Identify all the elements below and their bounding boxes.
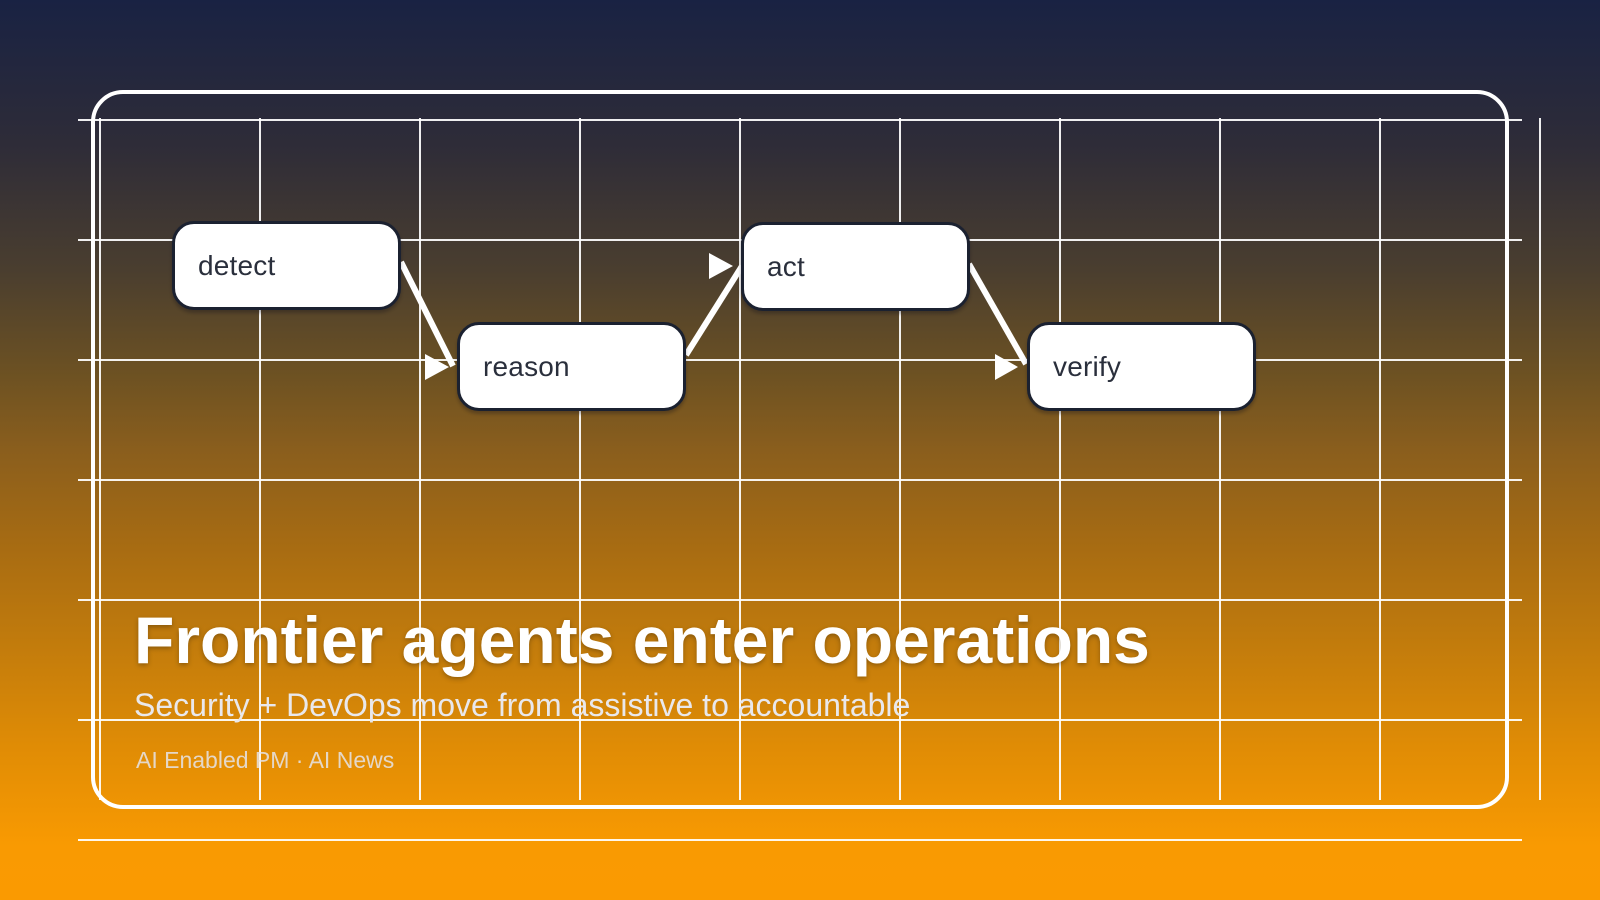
grid-line-horizontal xyxy=(78,719,1522,721)
flow-node-label: reason xyxy=(483,350,570,382)
flow-node-label: detect xyxy=(198,249,276,281)
flow-node-verify: verify xyxy=(1027,322,1256,411)
grid-line-vertical xyxy=(1379,118,1381,800)
grid-line-vertical xyxy=(1539,118,1541,800)
flow-node-act: act xyxy=(741,222,970,311)
slide-frame-border xyxy=(91,90,1509,809)
flow-node-reason: reason xyxy=(457,322,686,411)
grid-line-vertical xyxy=(739,118,741,800)
grid-line-vertical xyxy=(1059,118,1061,800)
grid-line-horizontal xyxy=(78,359,1522,361)
grid-line-vertical xyxy=(419,118,421,800)
grid-line-horizontal xyxy=(78,479,1522,481)
flow-node-label: act xyxy=(767,250,805,282)
grid-line-horizontal xyxy=(78,839,1522,841)
grid-line-horizontal xyxy=(78,119,1522,121)
grid-line-vertical xyxy=(1219,118,1221,800)
grid-line-horizontal xyxy=(78,599,1522,601)
grid-line-vertical xyxy=(99,118,101,800)
slide-byline: AI Enabled PM · AI News xyxy=(136,747,395,773)
flow-node-label: verify xyxy=(1053,350,1122,382)
slide-subtitle: Security + DevOps move from assistive to… xyxy=(134,687,911,723)
slide-title: Frontier agents enter operations xyxy=(134,603,1150,677)
flow-node-detect: detect xyxy=(172,221,401,310)
grid-line-vertical xyxy=(259,118,261,800)
grid-line-vertical xyxy=(899,118,901,800)
grid-line-vertical xyxy=(579,118,581,800)
